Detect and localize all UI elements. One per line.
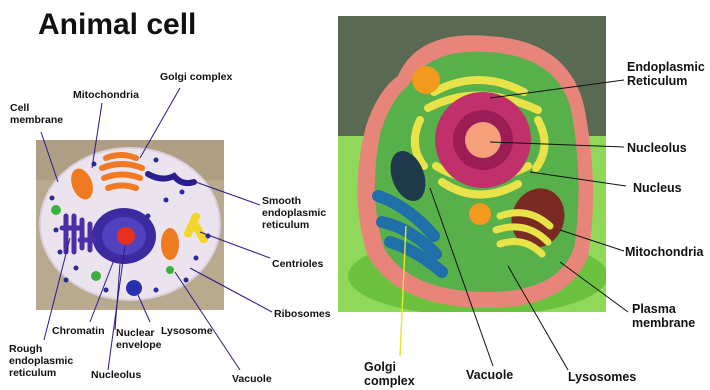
label-nucleolus-left: Nucleolus [91,370,141,382]
label-cell-membrane: Cell membrane [10,103,63,127]
label-endoplasmic-reticulum: Endoplasmic Reticulum [627,60,705,88]
label-vacuole-left: Vacuole [232,374,272,386]
label-golgi-complex-right: Golgi complex [364,360,415,388]
label-golgi-complex-left: Golgi complex [160,72,232,84]
label-mitochondria-left: Mitochondria [73,90,139,102]
label-ribosomes: Ribosomes [274,309,331,321]
label-nucleus: Nucleus [633,181,682,195]
label-centrioles: Centrioles [272,259,323,271]
label-mitochondria-right: Mitochondria [625,245,703,259]
label-vacuole-right: Vacuole [466,368,513,382]
label-smooth-er: Smooth endoplasmic reticulum [262,196,326,231]
label-lysosome: Lysosome [161,326,213,338]
label-chromatin: Chromatin [52,326,105,338]
label-rough-er: Rough endoplasmic reticulum [9,344,73,379]
label-plasma-membrane: Plasma membrane [632,302,695,330]
label-lysosomes: Lysosomes [568,370,636,384]
label-nuclear-envelope: Nuclear envelope [116,328,162,352]
label-nucleolus-right: Nucleolus [627,141,687,155]
